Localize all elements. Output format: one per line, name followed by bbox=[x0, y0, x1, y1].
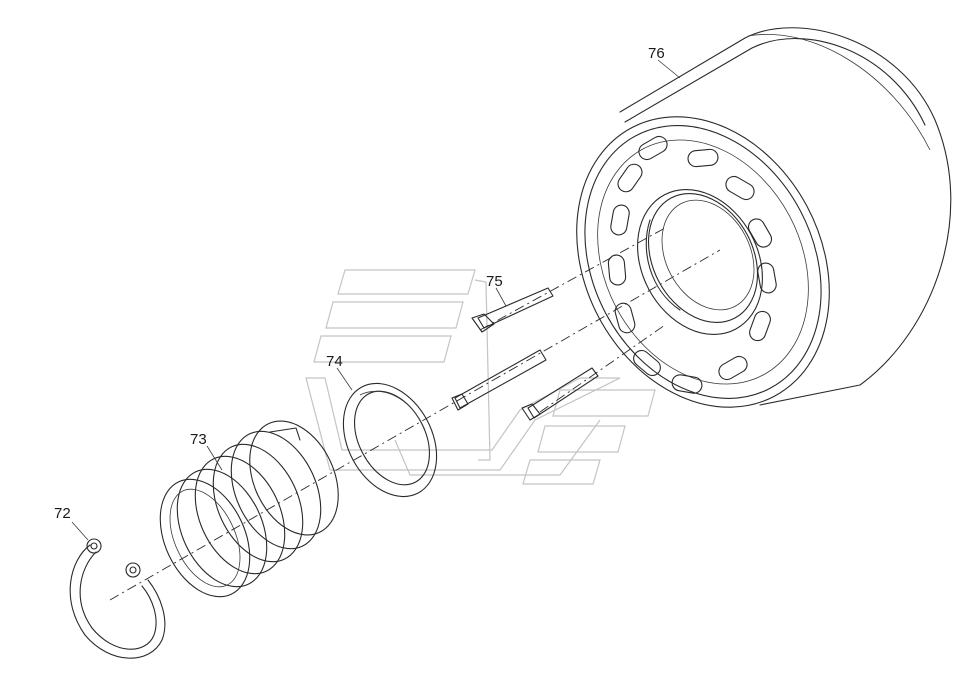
callout-72: 72 bbox=[54, 505, 71, 522]
callout-76: 76 bbox=[648, 45, 665, 62]
cylinder-block-76 bbox=[576, 27, 952, 408]
leader-lines bbox=[71, 59, 681, 541]
watermark-logo bbox=[305, 269, 656, 485]
callout-75: 75 bbox=[486, 273, 503, 290]
callout-73: 73 bbox=[190, 431, 207, 448]
callout-74: 74 bbox=[326, 353, 343, 370]
pin-axis-lower bbox=[539, 324, 666, 413]
snap-ring-72 bbox=[69, 538, 166, 659]
kidney-ports bbox=[607, 135, 777, 394]
pins-75 bbox=[451, 287, 599, 421]
spring-73 bbox=[159, 420, 339, 598]
center-axis bbox=[109, 249, 721, 601]
pin-axis-upper bbox=[479, 227, 666, 331]
spacer-ring-74 bbox=[342, 382, 438, 498]
